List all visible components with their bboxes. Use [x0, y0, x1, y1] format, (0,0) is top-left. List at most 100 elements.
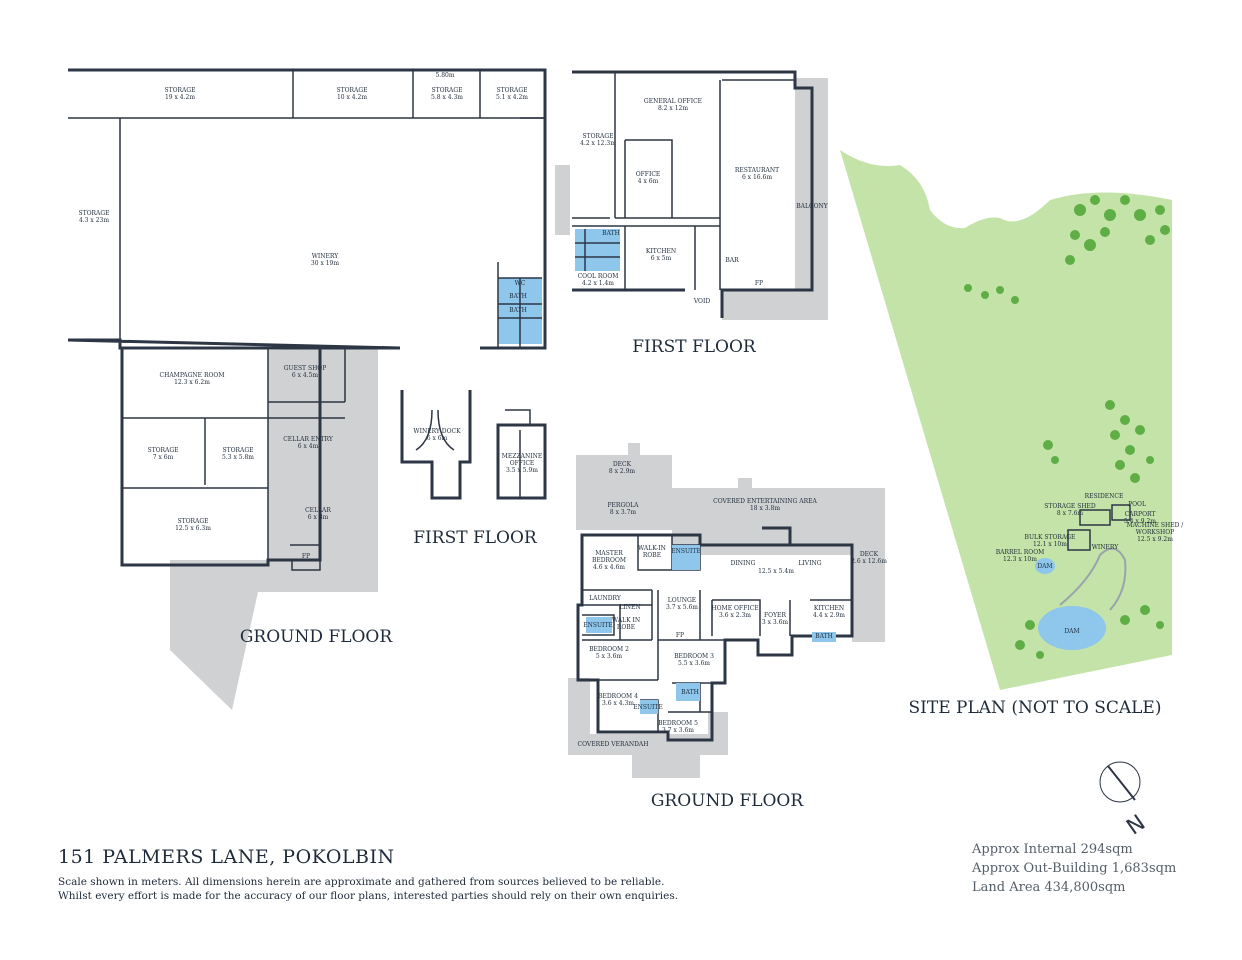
room-dining: DINING	[731, 560, 756, 567]
room-wc: WC	[515, 280, 526, 287]
site-trees	[964, 195, 1170, 659]
title-mezzanine-first-floor: FIRST FLOOR	[413, 528, 538, 548]
stat-land-area: Land Area 434,800sqm	[972, 880, 1126, 895]
disclaimer-line-2: Whilst every effort is made for the accu…	[58, 890, 679, 902]
site-plan	[840, 150, 1172, 690]
first-floor-outer-walls	[572, 70, 814, 318]
title-outbuilding-first-floor: FIRST FLOOR	[632, 337, 757, 357]
room-linen: LINEN	[619, 604, 640, 611]
title-site-plan: SITE PLAN (NOT TO SCALE)	[909, 698, 1162, 718]
fireplace-outbuilding: FP	[302, 553, 310, 560]
room-balcony: BALCONY	[796, 203, 828, 210]
dimension-tag: 5.80m	[435, 72, 454, 79]
room-bath: BATH	[509, 293, 527, 300]
north-compass	[1099, 761, 1141, 803]
title-house-ground-floor: GROUND FLOOR	[651, 791, 805, 811]
outbuilding-mezzanine	[400, 390, 547, 500]
site-dam-small	[1035, 558, 1055, 574]
site-winery: WINERY	[1092, 544, 1120, 551]
compass-north-label: N	[1122, 810, 1150, 840]
room-ensuite-bedroom4: ENSUITE	[633, 704, 663, 711]
room-void: VOID	[693, 298, 711, 305]
room-living: LIVING	[798, 560, 821, 567]
room-bath-house: BATH	[815, 633, 833, 640]
outbuilding-paved-area	[170, 348, 378, 710]
disclaimer-line-1: Scale shown in meters. All dimensions he…	[58, 876, 665, 888]
winery-outer-wall	[67, 68, 547, 350]
lower-rooms-outline	[120, 348, 322, 567]
site-residence: RESIDENCE	[1085, 493, 1124, 500]
room-bath-first: BATH	[602, 230, 620, 237]
stat-internal-area: Approx Internal 294sqm	[972, 842, 1133, 857]
room-laundry: LAUNDRY	[589, 595, 622, 602]
site-dam-large	[1038, 606, 1106, 650]
site-driveway	[1059, 547, 1127, 611]
room-covered-verandah: COVERED VERANDAH	[578, 741, 649, 748]
title-outbuilding-ground-floor: GROUND FLOOR	[240, 627, 394, 647]
balcony-deck	[722, 78, 828, 320]
room-dining-living-dim: 12.5 x 5.4m	[758, 568, 794, 575]
house-ground-floor	[568, 443, 885, 778]
room-bath-2: BATH	[509, 307, 527, 314]
site-dam-small-label: DAM	[1037, 563, 1052, 570]
outbuilding-ground-floor	[67, 68, 547, 710]
house-deck-areas	[576, 443, 885, 642]
house-wet-areas	[672, 545, 700, 570]
room-ensuite-master: ENSUITE	[671, 548, 701, 555]
room-ensuite-2: ENSUITE	[583, 622, 613, 629]
room-bar: BAR	[725, 257, 739, 264]
room-bath-bedroom3: BATH	[681, 689, 699, 696]
site-pool: POOL	[1128, 501, 1146, 508]
fireplace-house: FP	[676, 632, 684, 639]
house-outer-walls	[576, 533, 854, 742]
stat-outbuilding-area: Approx Out-Building 1,683sqm	[972, 861, 1177, 876]
site-land-area	[840, 150, 1172, 690]
outbuilding-first-floor	[555, 70, 828, 320]
fireplace-restaurant: FP	[755, 280, 763, 287]
site-dam-large-label: DAM	[1064, 628, 1079, 635]
winery-dock-walls	[400, 390, 472, 500]
site-buildings	[1067, 504, 1131, 551]
